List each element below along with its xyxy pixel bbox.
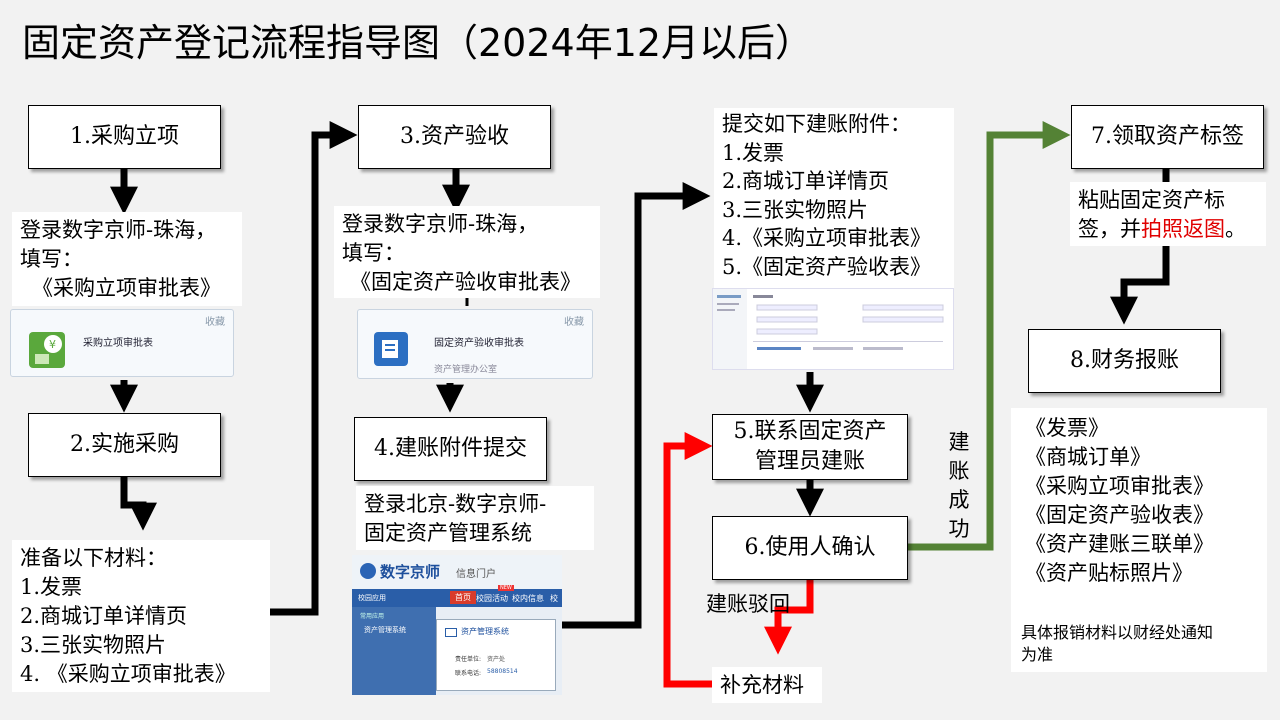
- note-step8-footnote: 具体报销材料以财经处通知 为准: [1021, 623, 1214, 664]
- portal-tab-home[interactable]: 首页: [450, 591, 476, 604]
- step-7-box: 7.领取资产标签: [1071, 105, 1264, 169]
- step-5-box: 5.联系固定资产管理员建账: [712, 414, 908, 480]
- label-success: 建 账 成 功: [948, 430, 970, 541]
- note-step3: 登录数字京师-珠海， 填写： 《固定资产验收审批表》: [334, 206, 600, 298]
- note-step5-attachments: 提交如下建账附件： 1.发票 2.商城订单详情页 3.三张实物照片 4.《采购立…: [714, 108, 954, 288]
- form-department: 资产管理办公室: [434, 365, 498, 375]
- note-step8-materials: 《发票》 《商城订单》 《采购立项审批表》 《固定资产验收表》 《资产建账三联单…: [1011, 408, 1267, 672]
- favorite-label[interactable]: 收藏: [564, 317, 584, 328]
- arrow-n2-step3: [270, 121, 358, 616]
- form-title: 采购立项审批表: [83, 338, 153, 349]
- step-4-box: 4.建账附件提交: [354, 417, 547, 481]
- form-title: 固定资产验收审批表: [434, 338, 524, 349]
- portal-tab-news[interactable]: 校内信息: [512, 594, 544, 603]
- step-2-box: 2.实施采购: [28, 413, 221, 477]
- portal-tab-activity[interactable]: 校园活动: [476, 594, 508, 603]
- highlight-photo: 拍照返图: [1141, 217, 1225, 241]
- portal-menu-asset[interactable]: 资产管理系统: [364, 626, 406, 634]
- note-step1: 登录数字京师-珠海， 填写： 《采购立项审批表》: [12, 212, 242, 306]
- favorite-label[interactable]: 收藏: [205, 317, 225, 328]
- portal-brand: 数字京师: [380, 563, 441, 581]
- step-1-box: 1.采购立项: [28, 105, 221, 169]
- screenshot-account-form: [712, 288, 954, 370]
- arrow-reject: [764, 580, 814, 655]
- arrow-2-down: [120, 476, 157, 531]
- portal-tab-more[interactable]: 校: [550, 594, 558, 603]
- step-6-box: 6.使用人确认: [712, 516, 908, 580]
- page-title: 固定资产登记流程指导图（2024年12月以后）: [22, 21, 814, 65]
- portal-logo-icon: [360, 563, 376, 579]
- note-step2: 准备以下材料： 1.发票 2.商城订单详情页 3.三张实物照片 4. 《采购立项…: [12, 540, 270, 692]
- screenshot-acceptance-form[interactable]: 收藏 固定资产验收审批表 资产管理办公室: [357, 309, 593, 379]
- portal-popup[interactable]: 资产管理系统 责任单位: 资产处 联系电话: 58808514: [436, 619, 556, 691]
- step-8-box: 8.财务报账: [1028, 329, 1221, 393]
- note-step7: 粘贴固定资产标 签，并拍照返图。: [1070, 182, 1266, 246]
- screenshot-procurement-form[interactable]: 收藏 ¥ 采购立项审批表: [10, 309, 234, 377]
- portal-new-badge: NEW: [498, 585, 514, 591]
- arrow-portal-n5: [562, 182, 711, 629]
- document-icon: [374, 332, 408, 366]
- note-step4: 登录北京-数字京师- 固定资产管理系统: [356, 486, 594, 550]
- money-icon: ¥: [29, 332, 65, 368]
- label-reject: 建账驳回: [706, 592, 790, 616]
- arrow-success: [908, 121, 1071, 551]
- mail-icon: [445, 628, 457, 637]
- portal-subtitle: 信息门户: [456, 569, 496, 580]
- svg-text:¥: ¥: [49, 338, 56, 351]
- screenshot-portal: 数字京师 信息门户 校园应用 首页 校园活动 NEW 校内信息 校 常用应用 资…: [352, 555, 562, 695]
- arrow-7-8: [1110, 245, 1170, 325]
- label-supplement: 补充材料: [712, 667, 822, 703]
- arrow-supplement-step5: [663, 432, 713, 688]
- step-3-box: 3.资产验收: [358, 105, 551, 169]
